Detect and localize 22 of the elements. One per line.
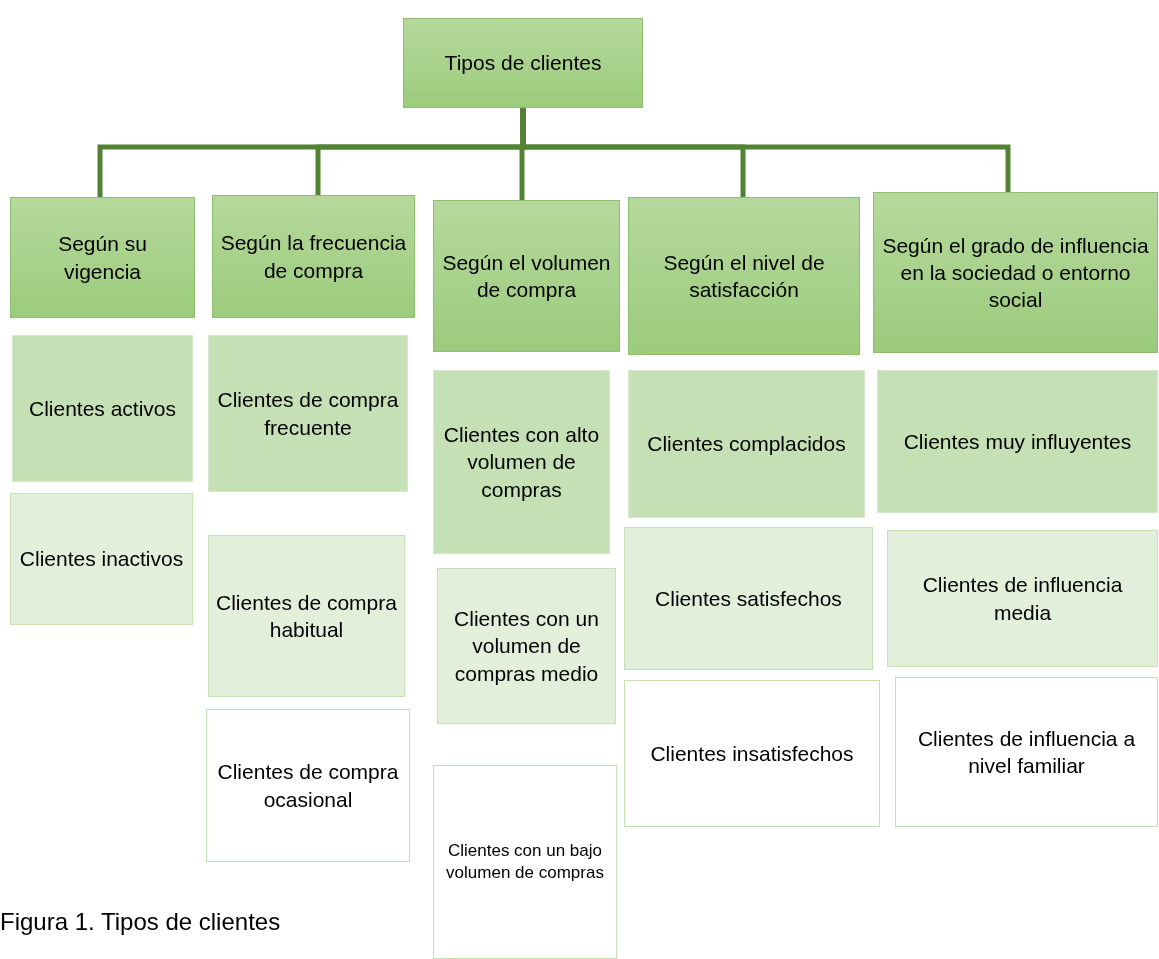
client-type-box: Clientes de influencia media bbox=[887, 530, 1158, 667]
figure-caption: Figura 1. Tipos de clientes bbox=[0, 908, 281, 936]
category-box: Según el grado de influencia en la sociedad o entorno social bbox=[873, 192, 1158, 353]
category-box: Según el volumen de compra bbox=[433, 200, 620, 352]
category-box: Tipos de clientes bbox=[403, 18, 643, 108]
client-type-box: Clientes con alto volumen de compras bbox=[433, 370, 610, 554]
client-type-box: Clientes muy influyentes bbox=[877, 370, 1158, 513]
client-type-box: Clientes con un volumen de compras medio bbox=[437, 568, 616, 724]
client-type-box: Clientes insatisfechos bbox=[624, 680, 880, 827]
client-type-box: Clientes de compra frecuente bbox=[208, 335, 408, 492]
client-type-box: Clientes de compra ocasional bbox=[206, 709, 410, 862]
category-box: Según la frecuencia de compra bbox=[212, 195, 415, 318]
client-type-box: Clientes de influencia a nivel familiar bbox=[895, 677, 1158, 827]
tree-connector bbox=[520, 108, 1011, 192]
client-type-box: Clientes con un bajo volumen de compras bbox=[433, 765, 617, 959]
client-type-box: Clientes complacidos bbox=[628, 370, 865, 518]
client-type-box: Clientes activos bbox=[12, 335, 193, 482]
client-type-box: Clientes satisfechos bbox=[624, 527, 873, 670]
client-type-box: Clientes inactivos bbox=[10, 493, 193, 625]
category-box: Según el nivel de satisfacción bbox=[628, 197, 860, 355]
category-box: Según su vigencia bbox=[10, 197, 195, 318]
client-type-box: Clientes de compra habitual bbox=[208, 535, 405, 697]
